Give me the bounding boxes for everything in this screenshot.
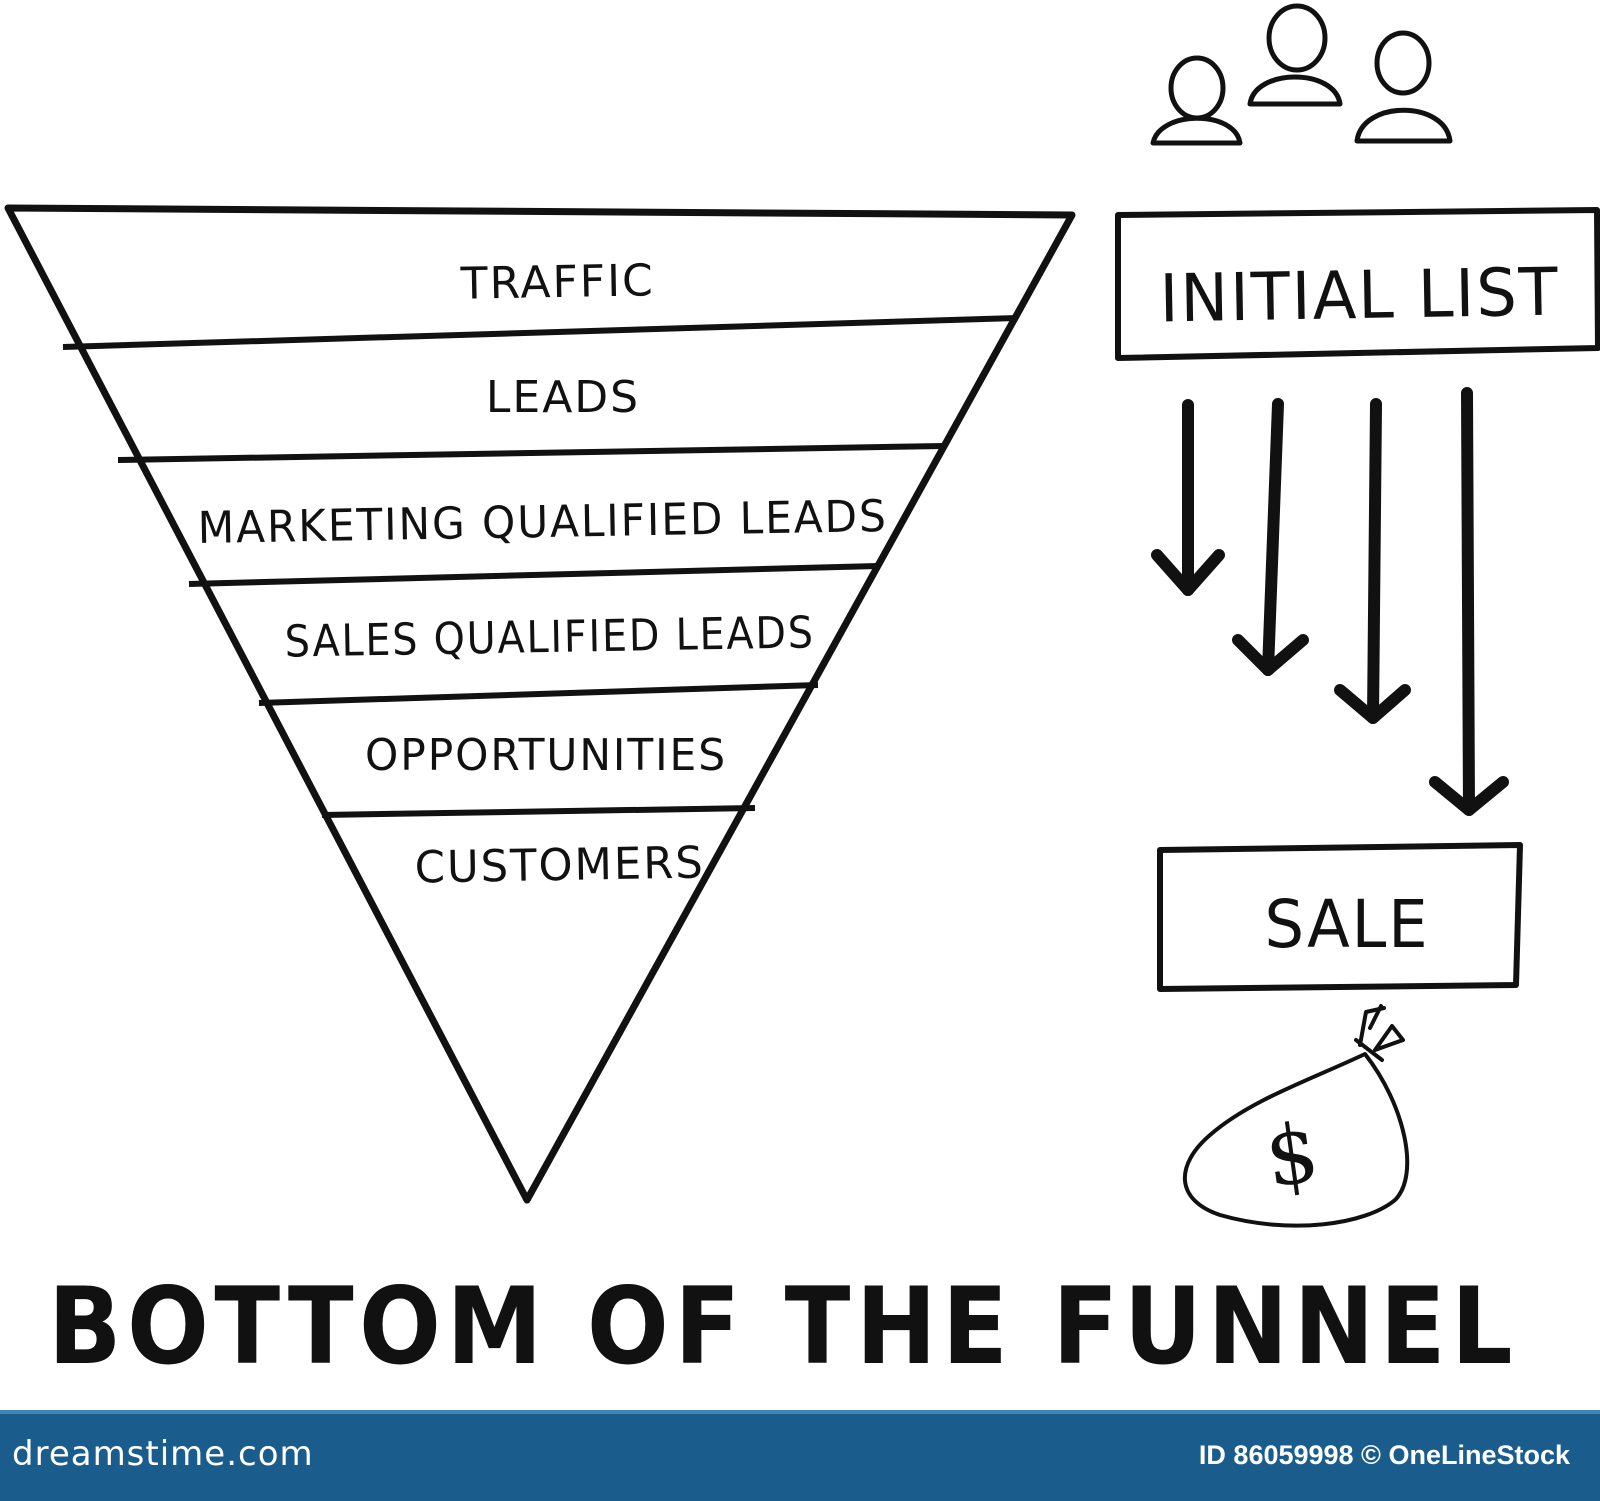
stage-label-leads: LEADS — [486, 372, 640, 423]
funnel-outline — [4, 204, 1076, 1204]
footer-bar: dreamstime.com ID 86059998 © OneLineStoc… — [0, 1410, 1600, 1501]
stage-label-opportunities: OPPORTUNITIES — [365, 730, 727, 781]
arrow-down-icon — [1334, 398, 1411, 724]
person-icon — [1354, 30, 1453, 144]
footer-credit: ID 86059998 © OneLineStock — [1198, 1440, 1570, 1470]
stage-label-sales-qualified-leads: SALES QUALIFIED LEADS — [284, 607, 815, 667]
stage-label-traffic: TRAFFIC — [459, 255, 655, 309]
funnel-divider — [188, 563, 879, 587]
money-symbol: $ — [1260, 1105, 1325, 1206]
sale-label: SALE — [1265, 886, 1430, 963]
arrow-down-icon — [1151, 399, 1225, 596]
initial-list-label: INITIAL LIST — [1159, 254, 1560, 338]
arrow-down-icon — [1429, 387, 1509, 816]
person-icon — [1150, 55, 1243, 146]
funnel-divider — [117, 443, 945, 463]
people-icon — [1150, 3, 1453, 146]
funnel-illustration: TRAFFIC LEADS MARKETING QUALIFIED LEADS … — [4, 3, 1600, 1388]
funnel-divider — [258, 682, 819, 706]
sale-box — [1157, 842, 1523, 992]
stage-label-marketing-qualified-leads: MARKETING QUALIFIED LEADS — [197, 491, 888, 554]
person-icon — [1247, 3, 1343, 107]
arrow-down-icon — [1232, 398, 1309, 676]
main-title: BOTTOM OF THE FUNNEL — [48, 1265, 1518, 1388]
flow-arrows — [1151, 387, 1509, 816]
money-bag-icon: $ — [1183, 1004, 1410, 1228]
stage-label-customers: CUSTOMERS — [414, 837, 705, 893]
initial-list-box — [1115, 207, 1600, 361]
footer-logo[interactable]: dreamstime.com — [12, 1434, 314, 1474]
funnel-divider — [62, 315, 1018, 350]
funnel-divider — [321, 805, 756, 818]
